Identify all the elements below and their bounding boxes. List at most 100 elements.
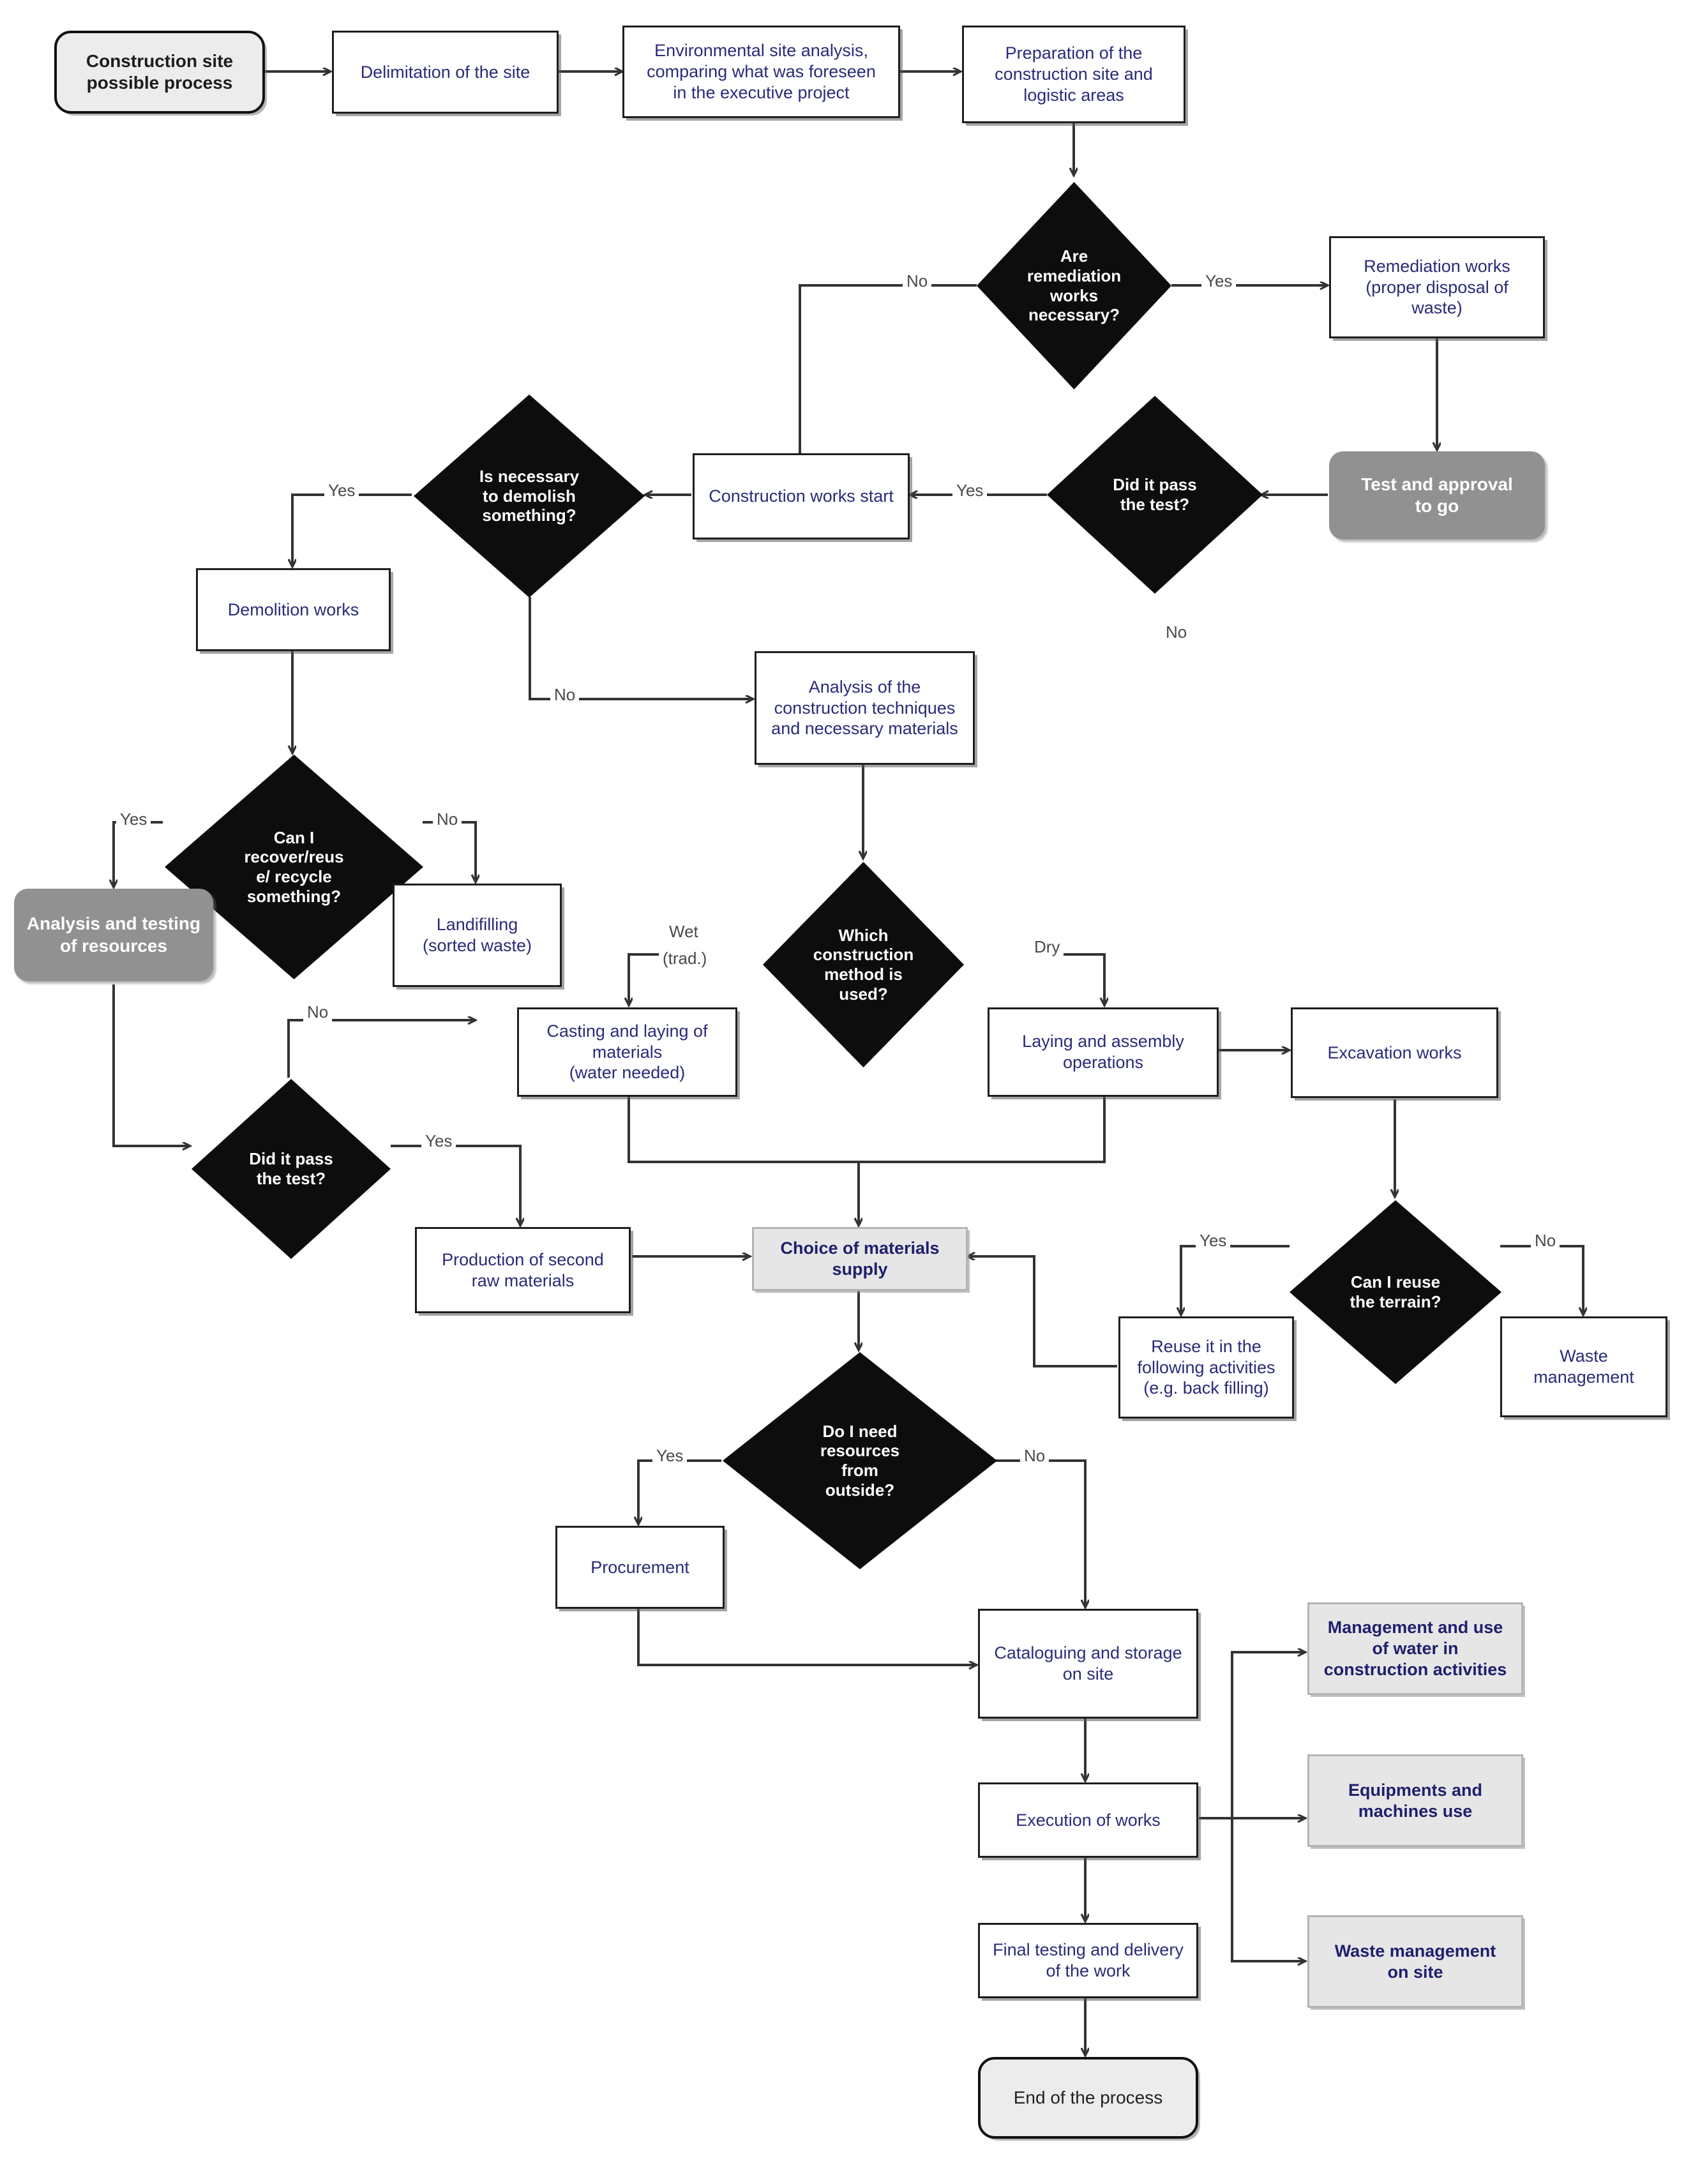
node-waste-on-site-label-2: on site: [1387, 1962, 1443, 1982]
edge-label-terrain-yes: Yes: [1196, 1231, 1231, 1251]
node-casting-label-2: materials: [592, 1042, 663, 1062]
node-landfilling-label-1: Landifilling: [436, 915, 518, 935]
decision-resources-outside-label: Do I need resources from outside?: [820, 1421, 900, 1500]
node-demolition-works[interactable]: Demolition works: [196, 568, 391, 651]
node-remediation-works[interactable]: Remediation works (proper disposal of wa…: [1329, 236, 1545, 338]
node-laying-assembly-label-2: operations: [1062, 1053, 1144, 1072]
edge-label-recover-yes: Yes: [116, 810, 151, 829]
node-casting-label-3: (water needed): [569, 1063, 686, 1083]
node-waste-on-site[interactable]: Waste management on site: [1307, 1915, 1523, 2008]
node-end-label: End of the process: [1013, 2087, 1163, 2107]
edge-label-method-wet: Wet: [665, 922, 702, 942]
decision-reuse-terrain[interactable]: Can I reuse the terrain?: [1290, 1200, 1501, 1384]
node-start-label-1: Construction site: [86, 50, 234, 71]
node-test-approval-label-1: Test and approval: [1361, 474, 1513, 494]
node-cataloguing-label-1: Cataloguing and storage: [994, 1643, 1182, 1663]
node-remediation-works-label-2: (proper disposal of: [1365, 277, 1508, 297]
node-reuse-following[interactable]: Reuse it in the following activities (e.…: [1118, 1316, 1294, 1419]
node-water-management-label-3: construction activities: [1323, 1659, 1507, 1679]
node-landfilling-label-2: (sorted waste): [422, 936, 532, 955]
node-analysis-testing-label-2: of resources: [59, 935, 168, 956]
decision-pass-test-1-label: Did it pass the test?: [1113, 475, 1197, 514]
node-env-analysis-label-3: in the executive project: [673, 82, 850, 102]
edge-label-terrain-no: No: [1531, 1231, 1560, 1251]
node-test-approval-label-2: to go: [1415, 496, 1459, 516]
node-remediation-works-label-3: waste): [1411, 298, 1463, 318]
node-env-analysis-label-1: Environmental site analysis,: [654, 41, 868, 61]
node-cataloguing-storage[interactable]: Cataloguing and storage on site: [978, 1609, 1198, 1719]
node-equipments-label-2: machines use: [1358, 1801, 1473, 1821]
node-preparation-label-1: Preparation of the: [1005, 43, 1143, 63]
edge-label-method-dry: Dry: [1030, 937, 1064, 957]
node-execution-label: Execution of works: [1016, 1810, 1161, 1830]
edge-label-recover-no: No: [433, 810, 462, 829]
node-excavation-label: Excavation works: [1327, 1043, 1462, 1062]
node-analysis-techniques-label-3: and necessary materials: [771, 719, 958, 739]
node-construction-start-label: Construction works start: [709, 486, 894, 506]
node-production-second-raw[interactable]: Production of second raw materials: [415, 1227, 631, 1313]
node-delimitation[interactable]: Delimitation of the site: [332, 31, 559, 114]
node-start[interactable]: Construction site: [54, 31, 265, 114]
node-laying-assembly[interactable]: Laying and assembly operations: [988, 1007, 1219, 1097]
node-analysis-techniques[interactable]: Analysis of the construction techniques …: [755, 651, 975, 765]
node-env-analysis[interactable]: Environmental site analysis, comparing w…: [622, 26, 900, 118]
node-choice-materials[interactable]: Choice of materials supply: [752, 1227, 968, 1291]
node-analysis-testing-resources[interactable]: Analysis and testing of resources: [14, 889, 213, 981]
node-analysis-techniques-label-1: Analysis of the: [808, 677, 921, 697]
node-water-management-label-1: Management and use: [1327, 1618, 1503, 1638]
node-reuse-following-label-3: (e.g. back filling): [1143, 1378, 1269, 1398]
node-production-second-label-2: raw materials: [471, 1270, 575, 1290]
node-waste-management-label-2: management: [1533, 1367, 1634, 1387]
node-delimitation-label-1: Delimitation of the site: [360, 62, 530, 82]
node-water-management[interactable]: Management and use of water in construct…: [1307, 1602, 1523, 1695]
edge-label-method-wet-2: (trad.): [659, 949, 711, 968]
node-start-label-2: possible process: [86, 73, 233, 93]
node-choice-materials-label-2: supply: [832, 1260, 888, 1279]
node-excavation-works[interactable]: Excavation works: [1291, 1007, 1498, 1098]
node-waste-management[interactable]: Waste management: [1500, 1316, 1667, 1417]
decision-pass-test-2[interactable]: Did it pass the test?: [192, 1079, 391, 1259]
node-landfilling[interactable]: Landifilling (sorted waste): [393, 884, 562, 987]
decision-demolish-label: Is necessary to demolish something?: [479, 466, 580, 525]
node-remediation-works-label-1: Remediation works: [1364, 256, 1510, 276]
node-test-approval[interactable]: Test and approval to go: [1329, 451, 1545, 539]
decision-resources-outside[interactable]: Do I need resources from outside?: [723, 1352, 997, 1569]
decision-recover-label: Can I recover/reus e/ recycle something?: [244, 827, 344, 906]
edge-label-demolish-yes: Yes: [324, 481, 359, 501]
node-equipments-label-1: Equipments and: [1348, 1780, 1482, 1800]
decision-remediation-necessary[interactable]: Are remediation works necessary?: [977, 182, 1171, 389]
node-final-testing-label-2: of the work: [1046, 1961, 1131, 1980]
node-start-line2-holder: Construction site possible process: [54, 31, 265, 114]
node-laying-assembly-label-1: Laying and assembly: [1022, 1032, 1184, 1051]
node-preparation[interactable]: Preparation of the construction site and…: [962, 26, 1185, 123]
node-preparation-label-3: logistic areas: [1023, 85, 1124, 105]
decision-reuse-terrain-label: Can I reuse the terrain?: [1350, 1272, 1441, 1311]
edge-label-outside-no: No: [1020, 1446, 1049, 1466]
node-procurement[interactable]: Procurement: [555, 1526, 725, 1609]
node-cataloguing-label-2: on site: [1062, 1664, 1114, 1683]
node-construction-start[interactable]: Construction works start: [693, 453, 910, 539]
node-final-testing[interactable]: Final testing and delivery of the work: [978, 1923, 1198, 1998]
decision-pass-test-2-label: Did it pass the test?: [249, 1149, 333, 1188]
decision-construction-method[interactable]: Which construction method is used?: [763, 862, 964, 1067]
decision-demolish[interactable]: Is necessary to demolish something?: [414, 395, 645, 598]
decision-pass-test-1[interactable]: Did it pass the test?: [1047, 396, 1263, 594]
node-reuse-following-label-1: Reuse it in the: [1151, 1336, 1261, 1356]
node-reuse-following-label-2: following activities: [1137, 1357, 1275, 1377]
node-analysis-testing-label-1: Analysis and testing: [26, 914, 201, 934]
node-choice-materials-label-1: Choice of materials: [780, 1239, 940, 1258]
edge-label-pass2-yes: Yes: [421, 1131, 456, 1151]
node-waste-on-site-label-1: Waste management: [1334, 1941, 1496, 1961]
node-final-testing-label-1: Final testing and delivery: [993, 1940, 1184, 1960]
node-equipments-machines[interactable]: Equipments and machines use: [1307, 1754, 1523, 1847]
node-analysis-techniques-label-2: construction techniques: [774, 698, 956, 718]
edge-label-pass2-no: No: [303, 1002, 333, 1022]
node-env-analysis-label-2: comparing what was foreseen: [647, 62, 876, 82]
node-end[interactable]: End of the process: [978, 2057, 1198, 2139]
decision-remediation-label: Are remediation works necessary?: [1027, 246, 1122, 325]
node-casting-laying[interactable]: Casting and laying of materials (water n…: [517, 1007, 737, 1097]
node-casting-label-1: Casting and laying of: [546, 1021, 708, 1041]
node-execution-works[interactable]: Execution of works: [978, 1782, 1198, 1858]
edge-label-pass1-yes: Yes: [952, 481, 988, 501]
